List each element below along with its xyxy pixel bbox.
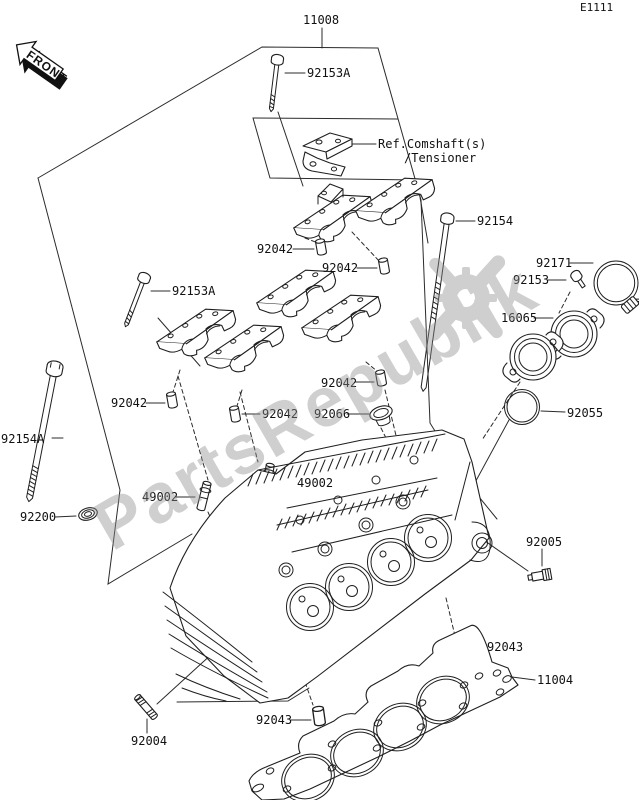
stud-92004 <box>134 694 158 720</box>
plug-92066 <box>369 405 393 427</box>
combustion-chambers <box>286 514 452 631</box>
part-label-92154: 92154 <box>477 214 513 228</box>
oring-92055 <box>504 389 540 425</box>
part-label-92005: 92005 <box>526 535 562 549</box>
tensioner-bracket <box>302 132 353 177</box>
bolt-92154a <box>26 360 64 503</box>
ref-note-line2: /Tensioner <box>404 151 476 165</box>
part-label-92042-a: 92042 <box>257 242 293 256</box>
part-label-92153: 92153 <box>513 273 549 287</box>
part-label-92153a-left: 92153A <box>172 284 216 298</box>
gasket-bores <box>281 675 470 800</box>
part-label-92043-upper: 92043 <box>487 640 523 654</box>
part-labels: E1111 11008 92153A Ref.Comshaft(s) /Tens… <box>1 1 613 748</box>
cylinder-head-drawing <box>162 429 493 704</box>
page-code: E1111 <box>580 1 613 14</box>
sensor-92005 <box>527 567 553 582</box>
camshaft-cap-assembly-upper <box>288 170 442 251</box>
screw-92153 <box>570 269 586 289</box>
part-label-92042-right: 92042 <box>321 376 357 390</box>
bolt-92153a-top <box>264 53 285 113</box>
gear-teeth <box>435 267 497 329</box>
head-gasket-drawing <box>248 624 519 800</box>
part-label-92042-mid: 92042 <box>262 407 298 421</box>
part-label-92154a: 92154A <box>1 432 45 446</box>
part-label-11004: 11004 <box>537 673 573 687</box>
front-arrow: FRONT <box>15 40 70 90</box>
part-label-92042-left: 92042 <box>111 396 147 410</box>
part-label-92066: 92066 <box>314 407 350 421</box>
ref-note-line1: Ref.Comshaft(s) <box>378 137 486 151</box>
front-arrow-body <box>15 40 65 82</box>
part-label-92042-b: 92042 <box>322 261 358 275</box>
part-label-49002-right: 49002 <box>297 476 333 490</box>
part-label-49002-left: 49002 <box>142 490 178 504</box>
part-label-92004: 92004 <box>131 734 167 748</box>
part-label-92153a-top: 92153A <box>307 66 351 80</box>
part-label-16065: 16065 <box>501 311 537 325</box>
callout-boundary-lines <box>37 27 498 703</box>
washer-92200 <box>78 507 98 521</box>
part-label-92043-lower: 92043 <box>256 713 292 727</box>
part-label-92055: 92055 <box>567 406 603 420</box>
part-label-11008: 11008 <box>303 13 339 27</box>
gasket-bolt-holes <box>251 669 512 793</box>
bolt-92154 <box>420 212 455 392</box>
clamp-92171 <box>593 260 639 314</box>
part-label-92200: 92200 <box>20 510 56 524</box>
spark-plug-wells <box>278 494 411 578</box>
part-label-92171: 92171 <box>536 256 572 270</box>
watermark-logo <box>426 255 506 341</box>
bolt-92153a-left <box>119 270 153 330</box>
